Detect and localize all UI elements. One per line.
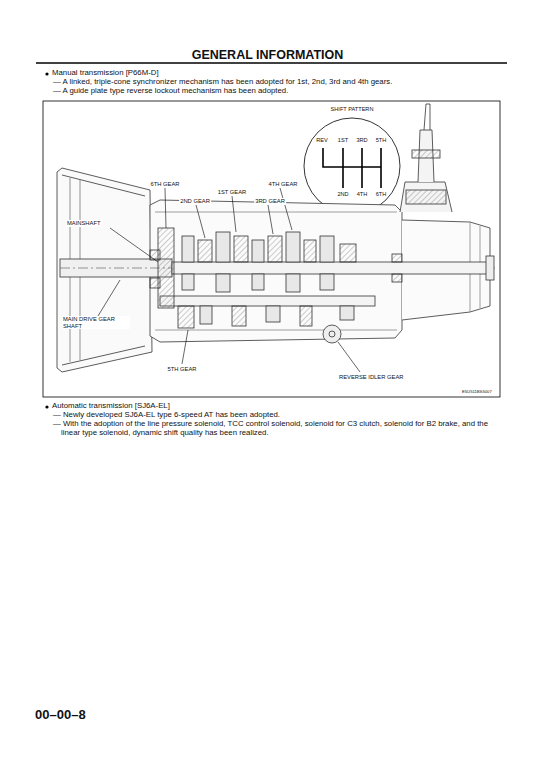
bullet-text: Automatic transmission [SJ6A-EL] [52,402,170,411]
part-label: 2ND GEAR [179,198,211,205]
bullet [45,72,48,75]
part-label: 5TH GEAR [167,366,198,373]
bullet-text: Manual transmission [P66M-D] [52,69,159,78]
part-label: REVERSE IDLER GEAR [338,374,404,381]
shift-pattern [304,118,400,214]
leader-lines [98,188,360,372]
figure-code: E5U511BS5007 [462,390,492,395]
bullet-item: — Newly developed SJ6A-EL type 6-speed A… [53,411,280,420]
gear-position: 4TH [357,191,368,197]
page-number: 00–00–8 [35,708,86,723]
gear-position: 6TH [376,191,387,197]
gear-position: 2ND [337,191,348,197]
bullet [45,405,48,408]
figure-frame [43,101,500,397]
bullet-item: — A linked, triple-cone synchronizer mec… [53,78,392,87]
gear-position: 3RD [356,137,367,143]
part-label: MAIN DRIVE GEAR SHAFT [62,316,130,329]
part-label: 3RD GEAR [254,198,286,205]
bullet-item: — With the adoption of the line pressure… [53,420,501,438]
bullet-item: — A guide plate type reverse lockout mec… [53,87,288,96]
gear-position: REV [316,137,328,143]
gear-position: 5TH [376,137,387,143]
part-label: 6TH GEAR [150,181,181,188]
part-label: MAINSHAFT [66,220,102,227]
transmission-section [57,104,495,372]
header-rule [36,62,507,64]
part-label: 4TH GEAR [268,181,299,188]
gear-position: 1ST [338,137,348,143]
page-title: GENERAL INFORMATION [0,48,539,62]
figure-heading: SHIFT PATTERN [331,106,374,112]
part-label: 1ST GEAR [217,189,248,196]
